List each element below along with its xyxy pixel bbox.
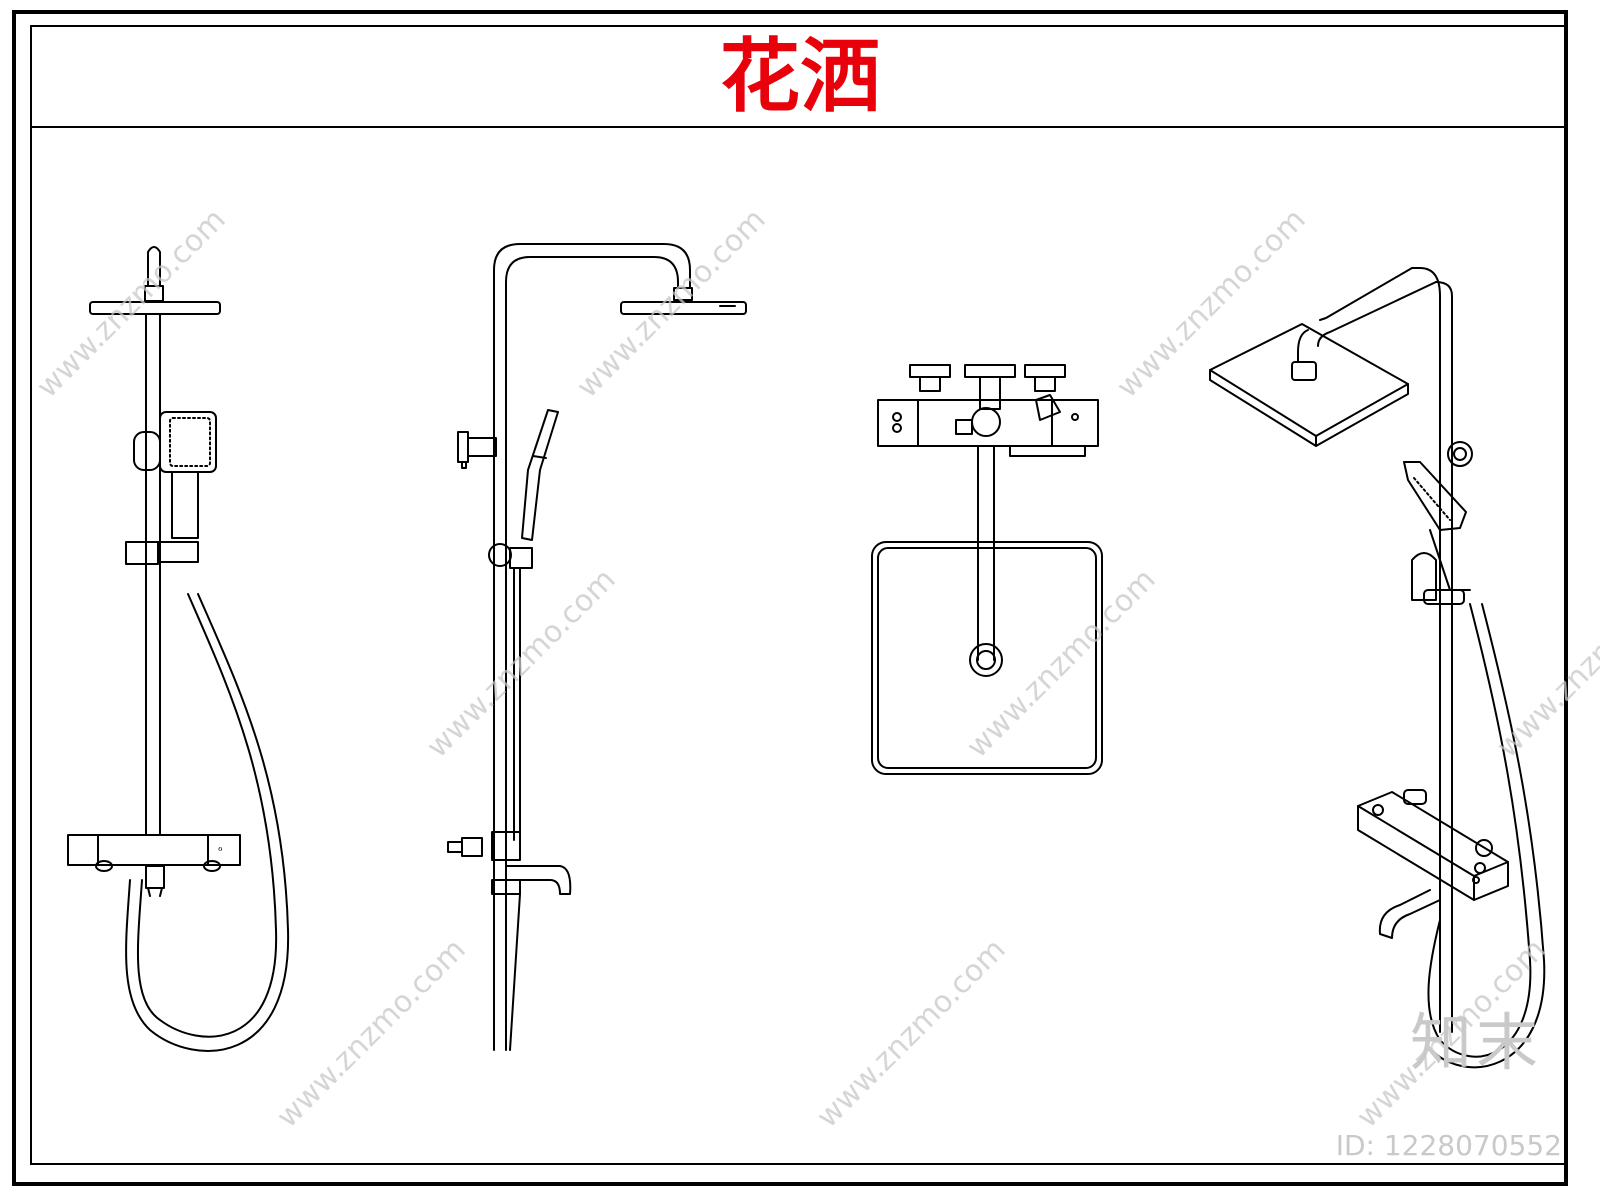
sheet-title: 花洒 (720, 29, 880, 123)
title-divider (30, 126, 1567, 128)
shower-isometric-view-4 (1209, 267, 1546, 1069)
image-id-label: ID: 1228070552 (1335, 1129, 1562, 1162)
shower-front-view-2 (447, 243, 747, 1051)
svg-text:ℴ: ℴ (218, 843, 223, 854)
shower-top-view-3 (871, 364, 1103, 775)
brand-logo: 知末 (1409, 1006, 1542, 1079)
shower-side-view-1: ℴ (67, 246, 290, 1052)
inner-frame (30, 25, 1567, 1165)
